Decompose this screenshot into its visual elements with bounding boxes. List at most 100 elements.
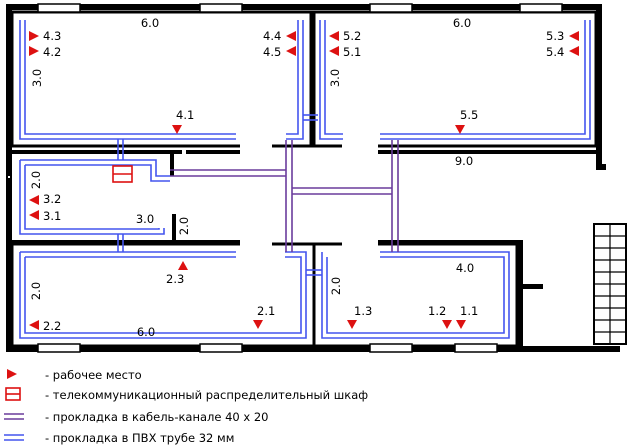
dim-room1-width: 4.0: [456, 261, 474, 275]
workplace-labels: 4.3 4.2 4.4 4.5 4.1 5.2 5.1 5.3 5.4 5.5 …: [43, 29, 564, 333]
door-room3: [8, 176, 10, 178]
pvc-pipe-routes: [19, 20, 591, 339]
label-2-3: 2.3: [166, 272, 184, 286]
room1-east-wall: [517, 240, 523, 352]
pipe-room5-left: [319, 20, 343, 140]
label-4-5: 4.5: [263, 45, 281, 59]
door-room4: [240, 143, 272, 155]
dim-room5-height: 3.0: [328, 69, 342, 87]
dimension-labels: 6.0 6.0 3.0 3.0 9.0 2.0 3.0 2.0 2.0 6.0 …: [29, 16, 474, 339]
room3-top-wall: [12, 150, 182, 154]
dim-room2-height: 2.0: [29, 282, 43, 300]
marker-5-5: [455, 125, 465, 134]
marker-3-1: [29, 210, 39, 220]
door-room2: [240, 237, 272, 249]
marker-5-2: [329, 31, 339, 41]
outer-wall-right-step: [596, 164, 606, 170]
label-4-1: 4.1: [176, 108, 194, 122]
label-4-2: 4.2: [43, 45, 61, 59]
legend-workplace: - рабочее место: [0, 366, 637, 384]
marker-5-4: [569, 46, 579, 56]
window-bottom-4: [454, 343, 498, 353]
label-1-2: 1.2: [428, 304, 446, 318]
marker-4-2: [29, 46, 39, 56]
window-top-1: [37, 3, 81, 13]
pipe-room4-left: [19, 20, 236, 140]
window-top-4: [519, 3, 563, 13]
marker-4-1: [172, 125, 182, 134]
legend-pipe: - прокладка в ПВХ трубе 32 мм: [0, 429, 637, 447]
legend-workplace-label: - рабочее место: [45, 368, 142, 382]
label-4-3: 4.3: [43, 29, 61, 43]
room1-outline: [312, 242, 519, 348]
marker-4-3: [29, 31, 39, 41]
dim-room4-height: 3.0: [30, 69, 44, 87]
telecom-cabinet: [112, 165, 133, 183]
dim-room5-width: 6.0: [453, 16, 471, 30]
marker-1-3: [347, 320, 357, 329]
dim-room4-width: 6.0: [141, 16, 159, 30]
room3-top-wall-b: [186, 150, 240, 154]
room4-outline: [10, 10, 313, 148]
pipe-room2-loop: [19, 251, 307, 339]
pipe-room3-top: [20, 159, 170, 177]
dim-room3-height: 2.0: [29, 171, 43, 189]
marker-4-4: [286, 31, 296, 41]
outer-wall-bottom: [6, 346, 620, 352]
label-5-1: 5.1: [343, 45, 361, 59]
window-bottom-2: [199, 343, 243, 353]
dim-room1-height: 2.0: [329, 277, 343, 295]
staircase: [593, 223, 627, 345]
label-3-1: 3.1: [43, 209, 61, 223]
workplace-markers: [29, 31, 579, 330]
label-4-4: 4.4: [263, 29, 281, 43]
legend-cabinet-label: - телекоммуникационный распределительный…: [45, 388, 369, 402]
workplace-marker-icon: [7, 369, 17, 379]
label-5-5: 5.5: [460, 108, 478, 122]
room1-east-stub: [517, 284, 543, 289]
dim-room3-width: 3.0: [136, 212, 154, 226]
window-bottom-3: [369, 343, 413, 353]
cable-channel-line-icon: [4, 413, 24, 420]
marker-1-1: [456, 320, 466, 329]
window-bottom-1: [37, 343, 81, 353]
label-5-3: 5.3: [546, 29, 564, 43]
marker-2-1: [253, 320, 263, 329]
pvc-pipe-line-icon: [4, 434, 24, 441]
window-top-2: [199, 3, 243, 13]
label-1-3: 1.3: [354, 304, 372, 318]
label-2-1: 2.1: [257, 304, 275, 318]
marker-2-3: [178, 261, 188, 270]
cable-channel-routes: [170, 140, 399, 252]
legend-channel: - прокладка в кабель-канале 40 x 20: [0, 408, 637, 426]
window-top-3: [369, 3, 413, 13]
dim-room2-width: 6.0: [137, 325, 155, 339]
legend-pipe-label: - прокладка в ПВХ трубе 32 мм: [45, 431, 235, 445]
room3-stub-b: [172, 214, 176, 244]
door-gaps: [8, 143, 378, 249]
pipe-room5-right: [380, 20, 591, 140]
marker-4-5: [286, 46, 296, 56]
telecom-cabinet-icon: [5, 387, 21, 401]
marker-2-2: [29, 320, 39, 330]
pipe-room1-loop: [321, 251, 510, 339]
corridor-top-right-wall: [378, 150, 596, 154]
dim-room3-stub: 2.0: [177, 217, 191, 235]
room3-bottom-wall-b: [172, 240, 240, 244]
marker-1-2: [442, 320, 452, 329]
pipe-room3-bottom: [19, 160, 165, 235]
pipe-room4-right: [286, 20, 304, 140]
marker-5-3: [569, 31, 579, 41]
legend-channel-label: - прокладка в кабель-канале 40 x 20: [45, 410, 269, 424]
windows: [37, 3, 563, 353]
room3-bottom-wall: [12, 240, 172, 244]
label-3-2: 3.2: [43, 192, 61, 206]
marker-5-1: [329, 46, 339, 56]
legend-cabinet: - телекоммуникационный распределительный…: [0, 386, 637, 404]
walls: [6, 4, 620, 352]
label-2-2: 2.2: [43, 319, 61, 333]
label-5-2: 5.2: [343, 29, 361, 43]
label-1-1: 1.1: [460, 304, 478, 318]
